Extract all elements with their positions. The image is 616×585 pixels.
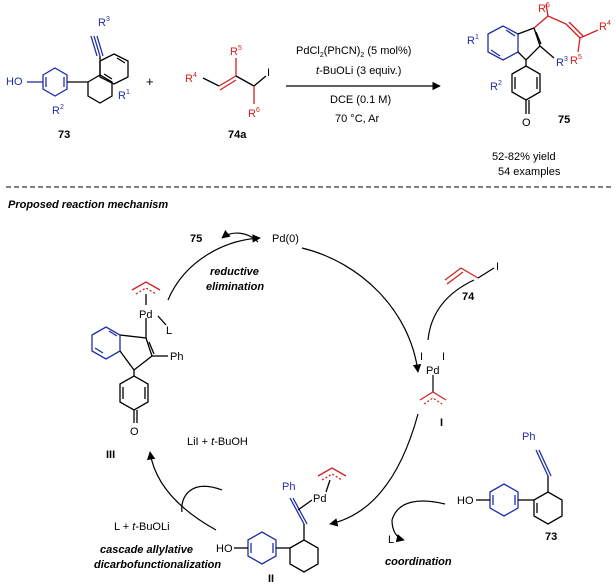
reactant-74a-structure bbox=[202, 58, 267, 104]
pd0-label: Pd(0) bbox=[272, 233, 299, 245]
reactant-73-aryl-right bbox=[99, 53, 129, 85]
allyl-iodide-entry-curve bbox=[427, 279, 475, 341]
ligand-out-label: L bbox=[388, 534, 394, 546]
mechanism-title: Proposed reaction mechanism bbox=[8, 199, 168, 211]
conditions-solvent: DCE (0.1 M) bbox=[330, 94, 391, 106]
product-out-label: 75 bbox=[190, 233, 202, 245]
substrate-73-label: 73 bbox=[545, 531, 557, 543]
byproduct-exit-curve bbox=[181, 485, 223, 513]
reactant-73-oh: HO bbox=[6, 76, 23, 88]
reactant-73-r2: R2 bbox=[52, 104, 64, 117]
product-75-r6: R6 bbox=[538, 2, 550, 15]
conditions-catalyst: PdCl2(PhCN)2 (5 mol%) bbox=[296, 45, 411, 59]
cascade-label-2: dicarbofunctionalization bbox=[94, 559, 221, 571]
conditions-temperature: 70 °C, Ar bbox=[335, 113, 379, 125]
product-75-r5: R5 bbox=[570, 54, 582, 67]
ligand-release-curve bbox=[391, 519, 405, 543]
substrate-entry-curve bbox=[391, 500, 446, 521]
reactant-73-r1: R1 bbox=[118, 89, 130, 102]
product-75-r4: R4 bbox=[599, 20, 611, 33]
intermediate-III-ph: Ph bbox=[170, 351, 183, 363]
substrate-73-oh: HO bbox=[457, 495, 474, 507]
conditions-base: t-BuOLi (3 equiv.) bbox=[316, 65, 401, 77]
intermediate-III-structure bbox=[91, 281, 168, 423]
reductive-label-1: reductive bbox=[210, 266, 259, 278]
intermediate-I-i-right: I bbox=[442, 351, 445, 363]
cycle-arrow-cascade bbox=[146, 451, 217, 531]
intermediate-III-label: III bbox=[106, 449, 115, 461]
cascade-label-1: cascade allylative bbox=[100, 544, 193, 556]
reactant-74a-r5: R5 bbox=[230, 45, 242, 58]
reductive-label-2: elimination bbox=[206, 281, 264, 293]
cycle-arrow-oxidative-addition bbox=[301, 247, 422, 373]
product-75-oxo: O bbox=[522, 117, 531, 129]
intermediate-II-structure bbox=[247, 467, 347, 573]
substrate-73-structure bbox=[489, 449, 563, 525]
intermediate-I-pd: Pd bbox=[426, 365, 439, 377]
product-75-r3: R3 bbox=[556, 56, 568, 69]
substrate-73-ph: Ph bbox=[522, 431, 535, 443]
intermediate-III-pd: Pd bbox=[139, 309, 152, 321]
intermediate-I-label: I bbox=[440, 417, 443, 429]
product-yield: 52-82% yield bbox=[492, 151, 556, 163]
reactant-74a-r4: R4 bbox=[185, 72, 197, 85]
intermediate-II-label: II bbox=[268, 573, 274, 585]
reactant-74a-label: 74a bbox=[228, 129, 247, 141]
product-75-r2: R2 bbox=[490, 80, 502, 93]
intermediate-II-ph: Ph bbox=[282, 481, 295, 493]
intermediate-III-oxo: O bbox=[130, 426, 139, 438]
product-75-structure bbox=[487, 3, 599, 114]
allyl-iodide-74 bbox=[444, 267, 495, 285]
plus-sign: + bbox=[146, 74, 154, 89]
allyl-iodide-label: 74 bbox=[462, 291, 475, 303]
product-release-curve bbox=[221, 230, 259, 243]
product-examples: 54 examples bbox=[498, 166, 561, 178]
byproducts-label: LiI + t-BuOH bbox=[187, 436, 248, 448]
intermediate-II-pd: Pd bbox=[313, 493, 326, 505]
intermediate-III-l: L bbox=[166, 325, 172, 337]
product-75-r1: R1 bbox=[467, 34, 479, 47]
reactant-73-structure bbox=[42, 35, 113, 104]
intermediate-I-i-left: I bbox=[420, 351, 423, 363]
reactant-73-r3: R3 bbox=[98, 16, 110, 29]
product-75-label: 75 bbox=[558, 114, 570, 126]
allyl-iodide-iodo: I bbox=[496, 261, 499, 273]
coordination-label: coordination bbox=[385, 556, 452, 568]
cycle-arrow-coordination bbox=[329, 413, 419, 527]
reactant-73-label: 73 bbox=[58, 129, 70, 141]
intermediate-II-oh: HO bbox=[216, 543, 233, 555]
reactant-74a-r6: R6 bbox=[248, 107, 260, 120]
reagents-in-label: L + t-BuOLi bbox=[114, 521, 170, 533]
reactant-74a-iodo: I bbox=[267, 67, 270, 79]
intermediate-I-structure bbox=[419, 375, 447, 405]
cycle-arrow-reductive-elimination bbox=[167, 234, 261, 301]
